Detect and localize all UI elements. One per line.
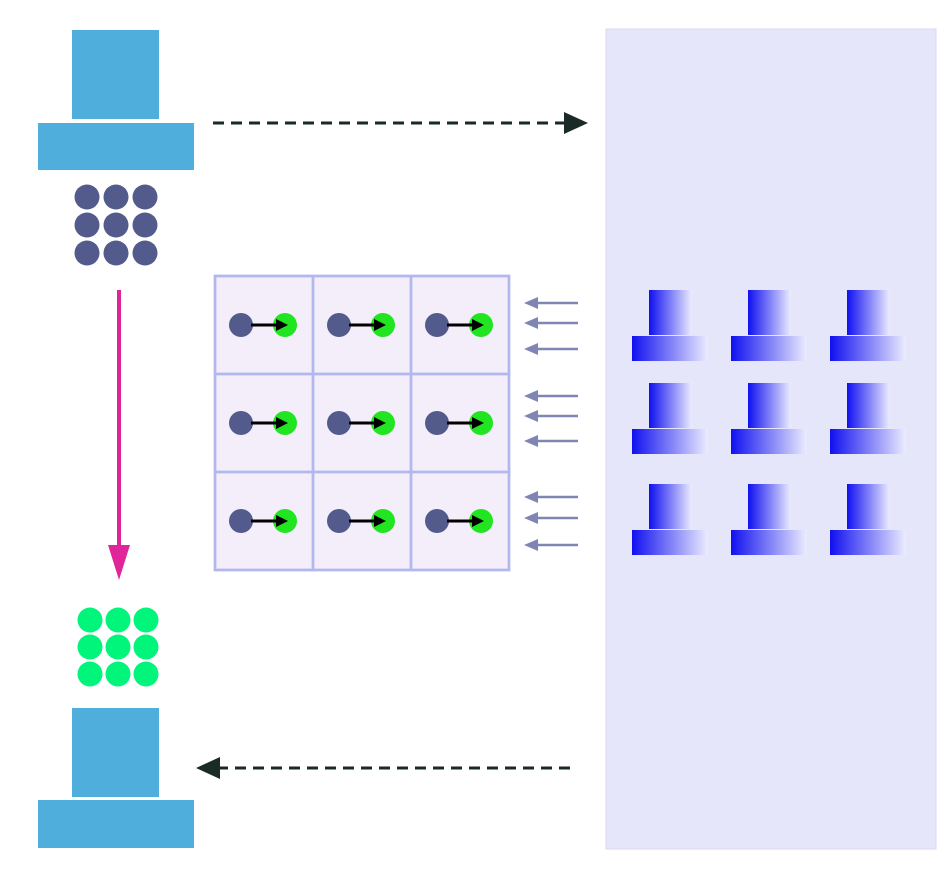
worker-computer-icon bbox=[632, 484, 708, 555]
feed-arrow bbox=[524, 410, 578, 422]
task-cell bbox=[213, 470, 315, 572]
worker-computer-icon bbox=[731, 484, 807, 555]
task-transform-arrowhead bbox=[374, 417, 386, 429]
worker-computer-icon bbox=[731, 383, 807, 454]
task-cell bbox=[409, 372, 511, 474]
task-cell bbox=[409, 470, 511, 572]
input-dot bbox=[103, 212, 129, 238]
task-input-dot bbox=[327, 411, 351, 435]
feed-arrow-head bbox=[524, 343, 538, 355]
task-transform-arrowhead bbox=[374, 319, 386, 331]
task-input-dot bbox=[327, 313, 351, 337]
task-transform-arrowhead bbox=[472, 417, 484, 429]
worker-monitor bbox=[748, 383, 791, 428]
host-computer-bottom-icon bbox=[38, 708, 194, 848]
feed-arrow bbox=[524, 491, 578, 503]
input-dot bbox=[74, 212, 100, 238]
worker-base bbox=[632, 530, 708, 555]
worker-computer-icon bbox=[830, 290, 906, 361]
output-dot bbox=[77, 661, 103, 687]
worker-monitor bbox=[649, 383, 692, 428]
output-dot bbox=[77, 634, 103, 660]
task-grid bbox=[213, 274, 511, 572]
task-input-dot bbox=[425, 509, 449, 533]
output-dot bbox=[77, 607, 103, 633]
task-transform-arrowhead bbox=[276, 319, 288, 331]
worker-monitor bbox=[847, 484, 890, 529]
worker-monitor bbox=[748, 484, 791, 529]
worker-base bbox=[830, 530, 906, 555]
worker-monitor bbox=[847, 383, 890, 428]
processing-arrow bbox=[108, 290, 130, 580]
worker-computer-icon bbox=[632, 383, 708, 454]
input-dot bbox=[132, 184, 158, 210]
task-transform-arrowhead bbox=[472, 515, 484, 527]
output-dot bbox=[105, 634, 131, 660]
feed-arrow-head bbox=[524, 390, 538, 402]
worker-base bbox=[731, 530, 807, 555]
task-transform-arrowhead bbox=[472, 319, 484, 331]
feed-arrow-head bbox=[524, 539, 538, 551]
host-computer-top-icon bbox=[38, 30, 194, 170]
feed-arrow bbox=[524, 390, 578, 402]
feed-arrow-head bbox=[524, 410, 538, 422]
feed-arrow-head bbox=[524, 491, 538, 503]
task-input-dot bbox=[327, 509, 351, 533]
task-cell bbox=[213, 274, 315, 376]
feed-arrow-head bbox=[524, 435, 538, 447]
return-to-host-arrow bbox=[196, 757, 570, 779]
feed-arrow-head bbox=[524, 317, 538, 329]
worker-monitor bbox=[649, 290, 692, 335]
worker-computer-icon bbox=[632, 290, 708, 361]
worker-monitor bbox=[649, 484, 692, 529]
task-cell bbox=[409, 274, 511, 376]
task-transform-arrowhead bbox=[276, 515, 288, 527]
input-dot bbox=[132, 212, 158, 238]
feed-arrow bbox=[524, 539, 578, 551]
worker-computers bbox=[632, 290, 906, 555]
output-dot bbox=[133, 634, 159, 660]
output-dot bbox=[133, 607, 159, 633]
worker-base bbox=[731, 429, 807, 454]
task-input-dot bbox=[425, 313, 449, 337]
output-dot bbox=[133, 661, 159, 687]
worker-computer-icon bbox=[830, 484, 906, 555]
worker-base bbox=[731, 336, 807, 361]
output-dot bbox=[105, 661, 131, 687]
task-transform-arrowhead bbox=[374, 515, 386, 527]
input-dots bbox=[74, 184, 158, 266]
input-dot bbox=[103, 240, 129, 266]
input-dot bbox=[132, 240, 158, 266]
worker-base bbox=[830, 429, 906, 454]
feed-arrow-head bbox=[524, 512, 538, 524]
task-transform-arrowhead bbox=[276, 417, 288, 429]
output-dot bbox=[105, 607, 131, 633]
worker-computer-icon bbox=[830, 383, 906, 454]
feed-arrows bbox=[524, 297, 578, 551]
worker-base bbox=[632, 429, 708, 454]
task-cell-border bbox=[409, 470, 511, 572]
input-dot bbox=[74, 184, 100, 210]
task-input-dot bbox=[229, 509, 253, 533]
worker-monitor bbox=[847, 290, 890, 335]
feed-arrow bbox=[524, 512, 578, 524]
worker-base bbox=[632, 336, 708, 361]
feed-arrow bbox=[524, 435, 578, 447]
feed-arrow bbox=[524, 297, 578, 309]
task-input-dot bbox=[229, 411, 253, 435]
worker-monitor bbox=[748, 290, 791, 335]
task-input-dot bbox=[425, 411, 449, 435]
input-dot bbox=[103, 184, 129, 210]
feed-arrow bbox=[524, 317, 578, 329]
input-dot bbox=[74, 240, 100, 266]
feed-arrow bbox=[524, 343, 578, 355]
send-to-cluster-arrow bbox=[213, 112, 588, 134]
worker-base bbox=[830, 336, 906, 361]
output-dots bbox=[77, 607, 159, 687]
task-input-dot bbox=[229, 313, 253, 337]
feed-arrow-head bbox=[524, 297, 538, 309]
worker-computer-icon bbox=[731, 290, 807, 361]
